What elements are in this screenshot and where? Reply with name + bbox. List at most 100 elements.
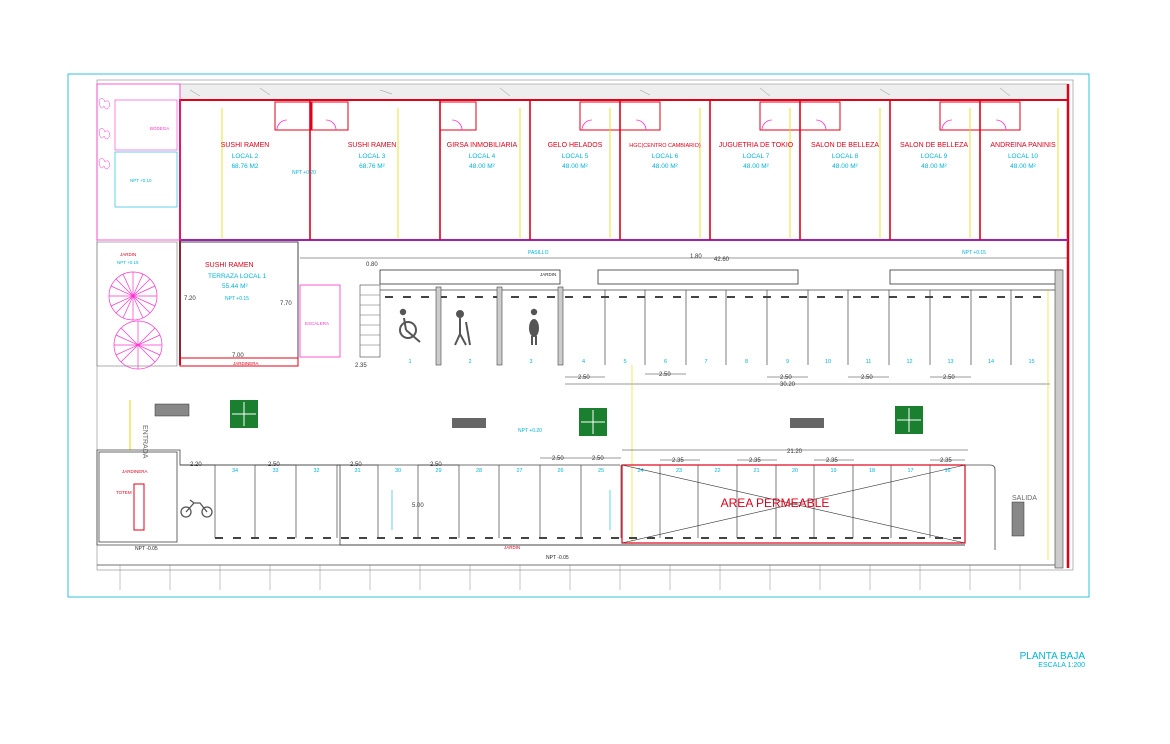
- hedge-planting: [98, 98, 111, 170]
- stair-label: ESCALERA: [305, 321, 329, 326]
- locale-number: LOCAL 9: [921, 153, 948, 160]
- dim-2-20: 2.20: [190, 462, 202, 468]
- locale-area: 48.00 M²: [832, 163, 858, 170]
- locale-4: GIRSA INMOBILIARIA LOCAL 4 48.00 M²: [447, 142, 518, 170]
- locale-name: GELO HELADOS: [548, 142, 603, 149]
- stall-number: 23: [676, 468, 682, 474]
- stall-number: 8: [745, 359, 748, 365]
- stall-number: 1: [408, 359, 411, 365]
- locale-name: SALON DE BELLEZA: [900, 142, 968, 149]
- top-planter-strip: [179, 83, 1069, 101]
- stall-number: 28: [476, 468, 482, 474]
- dim-30-20: 30.20: [780, 382, 796, 388]
- top-stall-dividers: [604, 290, 1012, 365]
- terraza-local: TERRAZA LOCAL 1: [208, 273, 267, 280]
- locale-number: LOCAL 2: [232, 153, 259, 160]
- dim-7-00: 7.00: [232, 353, 244, 359]
- dim-2-35-c: 2.35: [826, 458, 838, 464]
- stall-number: 14: [988, 359, 994, 365]
- locale-name: HGC(CENTRO CAMBIARIO): [629, 143, 701, 149]
- stall-number: 6: [664, 359, 667, 365]
- jardinera-npt: NPT -0.05: [135, 546, 158, 552]
- dim-1-80: 1.80: [690, 254, 702, 260]
- dim-2-50-f: 2.50: [268, 462, 280, 468]
- locale-number: LOCAL 5: [562, 153, 589, 160]
- locale-5: GELO HELADOS LOCAL 5 48.00 M²: [548, 142, 603, 170]
- garden-npt: NPT +0.15: [117, 260, 139, 265]
- garden-west: [96, 241, 178, 367]
- stall-number: 3: [529, 359, 532, 365]
- tree-grate-3-icon: [895, 406, 923, 434]
- locale-dimension-lines: [221, 108, 1059, 238]
- service-area: [96, 83, 181, 241]
- jardinera-west: [98, 451, 178, 543]
- dim-2-50-a: 2.50: [578, 375, 590, 381]
- stall-number: 32: [313, 468, 319, 474]
- stall-number: 13: [947, 359, 953, 365]
- locale-2: SUSHI RAMEN LOCAL 2 68.76 M2: [221, 142, 270, 170]
- sidewalk-joints: [119, 565, 1021, 590]
- stall-number: 25: [598, 468, 604, 474]
- locale-3: SUSHI RAMEN LOCAL 3 68.76 M²: [348, 142, 397, 170]
- bottom-garden-label: JARDIN: [504, 545, 520, 550]
- ramp-steps: [360, 294, 380, 346]
- locale-6: HGC(CENTRO CAMBIARIO) LOCAL 6 48.00 M²: [629, 143, 701, 170]
- motorcycle-icon: [180, 499, 213, 518]
- stall-number: 31: [354, 468, 360, 474]
- dim-42-60: 42.60: [714, 257, 730, 263]
- stall-number: 4: [582, 359, 585, 365]
- dim-2-35-west: 2.35: [355, 363, 367, 369]
- stall-number: 5: [623, 359, 626, 365]
- ramp-stairs: [359, 284, 381, 358]
- stall-number: 16: [944, 468, 950, 474]
- entrada-arrow-icon: [129, 400, 190, 450]
- dim-2-50-e: 2.50: [943, 375, 955, 381]
- dim-21-20: 21.20: [787, 449, 803, 455]
- dim-2-35-d: 2.35: [940, 458, 952, 464]
- locale-partitions: [309, 100, 981, 240]
- stall-number: 29: [435, 468, 441, 474]
- wheelchair-icon: [399, 308, 421, 343]
- locale-area: 68.76 M²: [359, 163, 385, 170]
- drive-npt: NPT +0.20: [518, 428, 542, 434]
- stall-number: 2: [468, 359, 471, 365]
- terraza-npt: NPT +0.15: [225, 296, 249, 302]
- entrada-label: ENTRADA: [141, 425, 148, 459]
- totem: [133, 483, 145, 531]
- area-permeable: [621, 464, 966, 544]
- top-strip-hatching: [189, 87, 1011, 97]
- locale-number: LOCAL 4: [469, 153, 496, 160]
- locale-10: ANDREINA PANINIS LOCAL 10 48.00 M²: [990, 142, 1056, 170]
- salida-label: SALIDA: [1012, 495, 1037, 502]
- dim-2-50-b: 2.50: [659, 372, 671, 378]
- restroom-blocks: [274, 101, 1021, 131]
- tree-bottom: [113, 320, 163, 370]
- locale-area: 48.00 M²: [469, 163, 495, 170]
- terraza-planter: [179, 357, 299, 367]
- stall-number: 34: [232, 468, 238, 474]
- dim-0-80: 0.80: [366, 262, 378, 268]
- corridor-planters: [379, 269, 1063, 285]
- stall-number: 11: [866, 359, 872, 365]
- locale-area: 48.00 M²: [652, 163, 678, 170]
- elderly-person-icon: [454, 310, 471, 346]
- pregnant-person-icon: [529, 308, 539, 345]
- dim-2-50-d: 2.50: [861, 375, 873, 381]
- locale-number: LOCAL 8: [832, 153, 859, 160]
- bodega-label: BODEGA: [150, 126, 169, 131]
- tree-grate-1-icon: [230, 400, 258, 428]
- bottom-parking-outline: [96, 449, 341, 546]
- dim-2-50-i: 2.50: [552, 456, 564, 462]
- locale-area: 68.76 M2: [231, 163, 258, 170]
- locale-number: LOCAL 3: [359, 153, 386, 160]
- stall-number: 18: [869, 468, 875, 474]
- locale-number: LOCAL 10: [1008, 153, 1038, 160]
- bodega-room: [114, 99, 178, 151]
- tree-grate-2-icon: [579, 408, 607, 436]
- stall-number: 19: [830, 468, 836, 474]
- locale-area: 48.00 M²: [1010, 163, 1036, 170]
- locale-7: JUGUETRIA DE TOKIO LOCAL 7 48.00 M²: [719, 142, 794, 170]
- npt-vertical-markers: [391, 490, 611, 530]
